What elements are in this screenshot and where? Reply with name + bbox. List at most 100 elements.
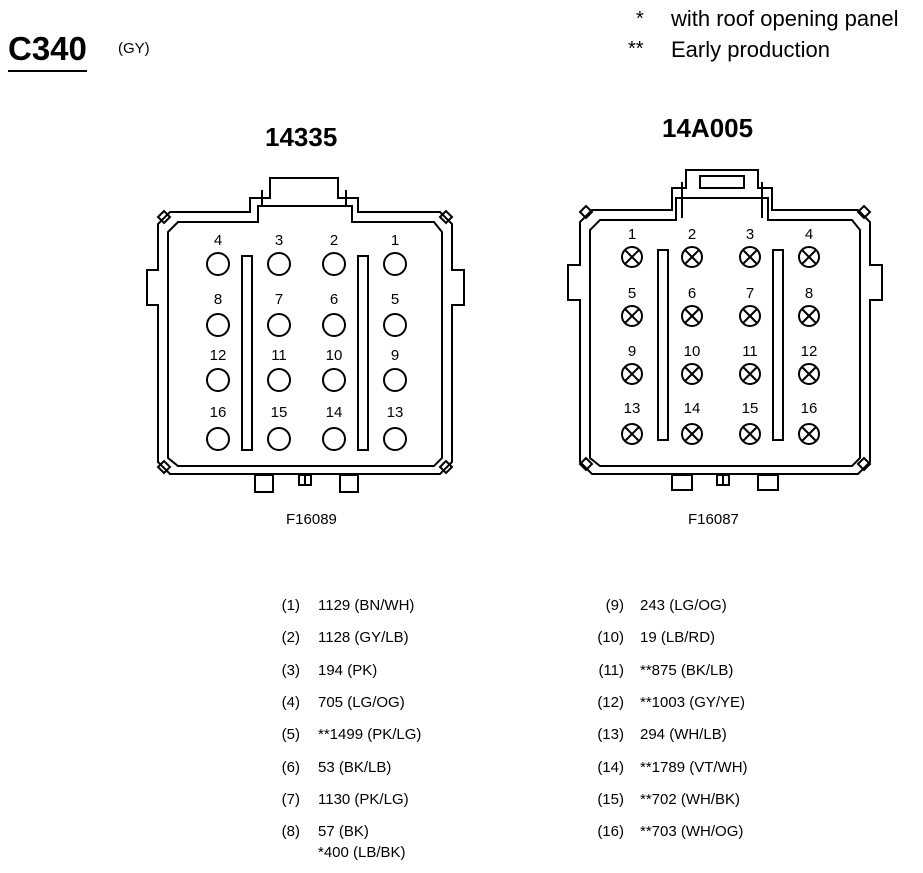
pinout-left-pin-number: (4) — [281, 693, 300, 711]
connector-14335-pin-circle — [267, 368, 291, 392]
connector-14335-pin-label: 3 — [275, 232, 283, 249]
connector-14335-pin-circle — [267, 427, 291, 451]
pinout-left-circuit: 57 (BK) — [318, 823, 369, 841]
connector-title: C340 — [8, 30, 87, 72]
connector-14335-pin-label: 14 — [326, 404, 343, 421]
pinout-right-pin-number: (14) — [597, 758, 624, 776]
connector-14A005-pin-label: 4 — [805, 226, 813, 243]
connector-14335-pin-label: 16 — [210, 404, 227, 421]
connector-14A005-pin-cross-line — [742, 426, 758, 442]
connector-14A005-pin-cross-line — [624, 366, 640, 382]
connector-14A005-pin-crossed-circle — [681, 305, 703, 327]
connector-14335-pin-label: 1 — [391, 232, 399, 249]
connector-14A005-pin-crossed-circle — [739, 246, 761, 268]
pinout-right-pin-number: (11) — [598, 661, 624, 679]
pinout-left-pin-number: (7) — [281, 790, 300, 808]
connector-14335-pin-circle — [322, 252, 346, 276]
pinout-right-circuit: **875 (BK/LB) — [640, 661, 734, 679]
pinout-left-pin-number: (5) — [281, 726, 300, 744]
connector-14335-pin-label: 11 — [271, 347, 287, 364]
pinout-left-circuit: 194 (PK) — [318, 661, 378, 679]
connector-14A005-pin-cross-line — [801, 308, 817, 324]
pinout-right-circuit: 243 (LG/OG) — [640, 597, 727, 614]
connector-14335-pin-label: 5 — [391, 291, 399, 308]
connector-14A005-pin-crossed-circle — [621, 305, 643, 327]
connector-14A005-pin-cross-line — [624, 249, 640, 265]
pinout-left-circuit: 53 (BK/LB) — [318, 758, 392, 776]
connector-14A005-pin-cross-line — [684, 308, 700, 324]
connector-14A005-pin-cross-line — [801, 426, 817, 442]
connector-14335-pin-circle — [206, 313, 230, 337]
connector-14335-pin-circle — [206, 368, 230, 392]
pinout-right-circuit: 294 (WH/LB) — [640, 726, 727, 744]
connector-14335-pin-label: 4 — [214, 232, 222, 249]
pinout-left-pin-number: (2) — [281, 629, 300, 647]
connector-14335-pin-label: 15 — [271, 404, 288, 421]
pinout-left-circuit: **1499 (PK/LG) — [318, 726, 422, 744]
connector-14335-diagram — [146, 177, 465, 493]
connector-14A005-pin-label: 2 — [688, 226, 696, 243]
connector-14335-pin-circle — [383, 368, 407, 392]
pinout-left-pin-number: (8) — [281, 823, 300, 841]
note-text-1: with roof opening panel — [671, 6, 899, 31]
note-text-2: Early production — [671, 37, 830, 62]
connector-14335-pin-circle — [383, 252, 407, 276]
pinout-right-circuit: **1003 (GY/YE) — [640, 693, 746, 711]
connector-14335-pin-circle — [206, 427, 230, 451]
pinout-right-pin-number: (10) — [597, 629, 624, 647]
pinout-left-pin-number: (3) — [281, 661, 300, 679]
pinout-right-pin-number: (12) — [597, 693, 624, 711]
connector-14A005-pin-cross-line — [684, 249, 700, 265]
pinout-left-circuit: 1128 (GY/LB) — [318, 629, 409, 647]
connector-14A005-pin-label: 5 — [628, 285, 636, 302]
connector-14A005-pin-cross-line — [801, 249, 817, 265]
pinout-right-pin-number: (16) — [597, 823, 624, 841]
connector-14A005-pin-label: 11 — [742, 343, 758, 360]
connector-14335-pin-circle — [322, 313, 346, 337]
connector-14A005-pin-crossed-circle — [798, 246, 820, 268]
connector-14A005-pin-label: 7 — [746, 285, 754, 302]
pinout-left-circuit: 1130 (PK/LG) — [318, 790, 409, 808]
figure-label-left: F16089 — [286, 511, 337, 528]
connector-14A005-pin-label: 10 — [684, 343, 701, 360]
connector-14A005-pin-crossed-circle — [681, 363, 703, 385]
connector-14A005-pin-crossed-circle — [621, 246, 643, 268]
connector-14335-pin-circle — [383, 427, 407, 451]
pinout-right-pin-number: (13) — [597, 726, 624, 744]
connector-14A005-pin-label: 16 — [801, 400, 818, 417]
connector-14A005-pin-cross-line — [801, 366, 817, 382]
connector-14A005-pin-cross-line — [684, 366, 700, 382]
connector-14335-pin-label: 2 — [330, 232, 338, 249]
pinout-right-circuit: **1789 (VT/WH) — [640, 758, 748, 776]
connector-14A005-pin-crossed-circle — [621, 363, 643, 385]
connector-14335-pin-label: 13 — [387, 404, 404, 421]
pinout-left-pin-number: (6) — [281, 758, 300, 776]
connector-14A005-pin-crossed-circle — [739, 363, 761, 385]
pinout-left-pin-number: (1) — [281, 597, 300, 614]
connector-14A005-pin-crossed-circle — [621, 423, 643, 445]
pinout-right-circuit: **702 (WH/BK) — [640, 790, 741, 808]
figure-label-right: F16087 — [688, 511, 739, 528]
connector-14A005-pin-label: 14 — [684, 400, 701, 417]
connector-14A005-pin-label: 1 — [628, 226, 636, 243]
connector-14A005-pin-crossed-circle — [798, 363, 820, 385]
connector-part-number-14A005: 14A005 — [662, 113, 754, 143]
connector-14335-pin-label: 10 — [326, 347, 343, 364]
connector-14A005-pin-label: 13 — [624, 400, 641, 417]
connector-14335-pin-label: 6 — [330, 291, 338, 308]
connector-14335-pin-label: 8 — [214, 291, 222, 308]
connector-14335-pin-circle — [322, 368, 346, 392]
pinout-left-circuit: 1129 (BN/WH) — [318, 597, 415, 614]
note-symbol-2: ** — [628, 38, 644, 60]
connector-14A005-pin-crossed-circle — [681, 246, 703, 268]
connector-14A005-pin-cross-line — [742, 366, 758, 382]
pinout-right-pin-number: (15) — [597, 790, 624, 808]
pinout-right-circuit: 19 (LB/RD) — [640, 629, 716, 647]
pinout-left-circuit: 705 (LG/OG) — [318, 693, 405, 711]
connector-part-number-14335: 14335 — [265, 122, 338, 152]
connector-14A005-pin-label: 12 — [801, 343, 818, 360]
connector-14A005-pin-crossed-circle — [681, 423, 703, 445]
